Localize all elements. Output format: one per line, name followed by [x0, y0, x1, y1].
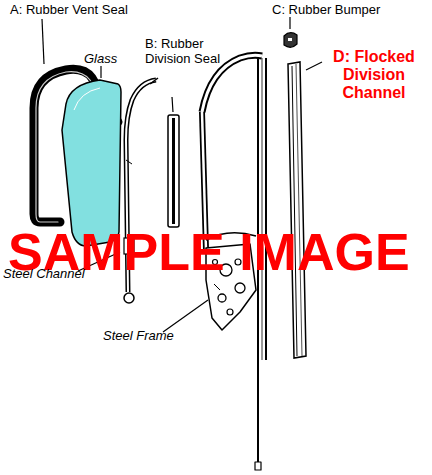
part-label: Glass [84, 51, 117, 66]
part-label: Steel Frame [103, 328, 174, 343]
leader-line [289, 17, 290, 29]
glass-pane [62, 80, 121, 246]
glass-highlight [74, 88, 100, 110]
rubber-bumper [284, 33, 297, 48]
division-seal [168, 115, 179, 227]
highlighted-part-label: D: Flocked Division Channel [322, 48, 426, 102]
leader-line [306, 62, 322, 70]
leader-line [42, 19, 44, 64]
leader-line [163, 300, 208, 332]
part-label: B: Rubber Division Seal [145, 36, 241, 66]
part-label: C: Rubber Bumper [272, 2, 380, 17]
part-label: Steel Channel [3, 266, 85, 281]
part-label: A: Rubber Vent Seal [10, 2, 128, 17]
leader-line [172, 97, 173, 112]
division-channel [288, 62, 306, 358]
leader-line [100, 66, 101, 78]
